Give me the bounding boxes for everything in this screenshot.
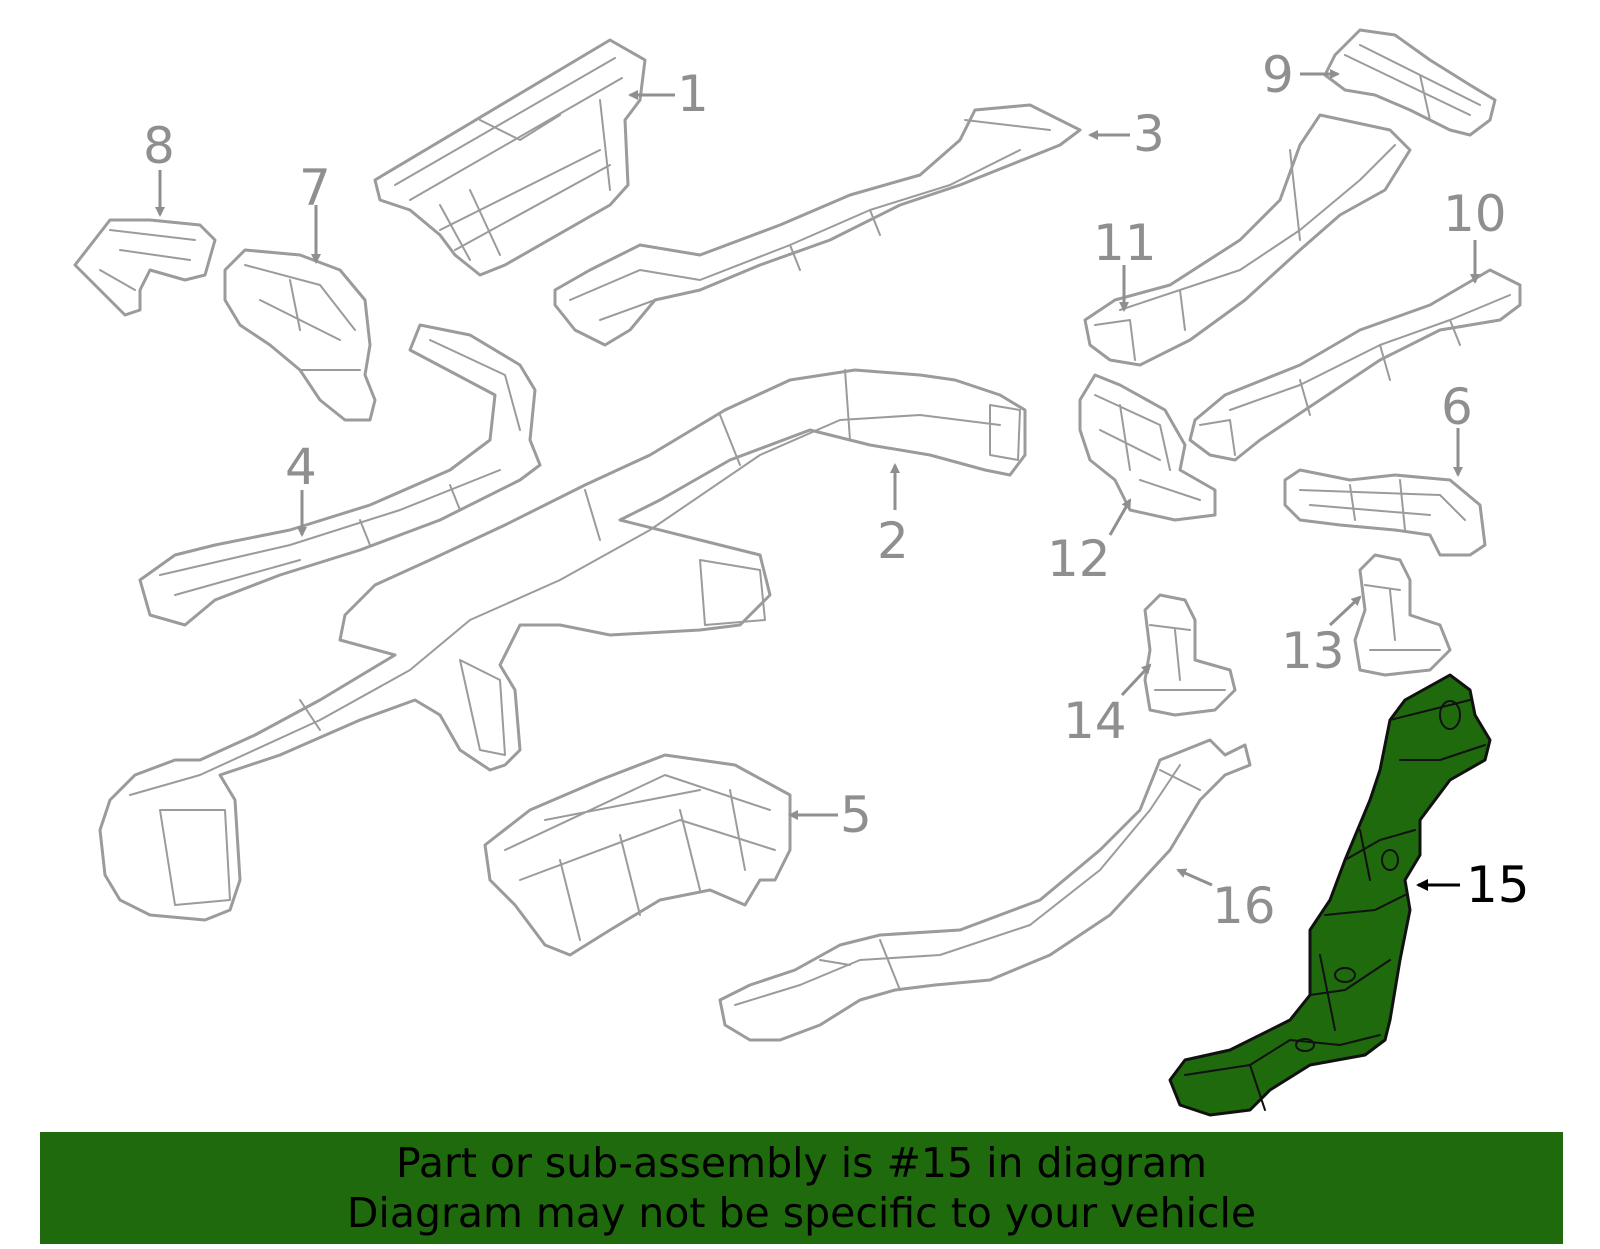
part-9-small-bracket[interactable] (1323, 28, 1497, 137)
callout-10[interactable]: 10 (1443, 185, 1507, 243)
part-8-bracket-duct[interactable] (73, 218, 217, 317)
callout-4[interactable]: 4 (285, 438, 317, 496)
part-7-outlet-assembly[interactable] (223, 248, 377, 422)
callout-15[interactable]: 15 (1466, 856, 1530, 914)
part-14-outlet[interactable] (1143, 593, 1237, 717)
part-6-outlet-duct[interactable] (1283, 468, 1487, 557)
callout-1[interactable]: 1 (677, 65, 709, 123)
part-4-side-duct[interactable] (138, 323, 542, 627)
leader-13 (1328, 595, 1362, 627)
part-5-lower-housing[interactable] (483, 753, 792, 957)
callout-13[interactable]: 13 (1281, 622, 1345, 680)
callout-5[interactable]: 5 (840, 786, 872, 844)
part-13-outlet[interactable] (1353, 553, 1452, 677)
banner-line-part-number: Part or sub-assembly is #15 in diagram (395, 1139, 1208, 1187)
part-1-duct-housing[interactable] (373, 38, 647, 277)
part-15-highlighted-duct[interactable] (1168, 673, 1492, 1117)
callout-11[interactable]: 11 (1093, 214, 1157, 272)
info-banner: Part or sub-assembly is #15 in diagram D… (40, 1132, 1563, 1244)
part-11-rear-duct[interactable] (1083, 113, 1412, 367)
callout-16[interactable]: 16 (1212, 877, 1276, 935)
part-12-outlet-bracket[interactable] (1078, 373, 1217, 522)
callout-labels: 1 2 3 4 5 6 7 8 9 10 11 12 13 14 15 16 (143, 46, 1530, 935)
callout-9[interactable]: 9 (1262, 46, 1294, 104)
leader-14 (1120, 663, 1152, 697)
callout-14[interactable]: 14 (1063, 692, 1127, 750)
callout-2[interactable]: 2 (877, 512, 909, 570)
leader-12 (1108, 498, 1132, 536)
callout-7[interactable]: 7 (299, 159, 331, 217)
callout-8[interactable]: 8 (143, 117, 175, 175)
part-16-floor-duct[interactable] (718, 738, 1252, 1042)
callout-3[interactable]: 3 (1133, 105, 1165, 163)
callout-6[interactable]: 6 (1441, 378, 1473, 436)
callout-12[interactable]: 12 (1047, 530, 1111, 588)
part-2-main-duct[interactable] (98, 368, 1027, 922)
part-3-upper-duct[interactable] (553, 103, 1082, 347)
banner-line-disclaimer: Diagram may not be specific to your vehi… (346, 1189, 1257, 1237)
leader-16 (1176, 868, 1213, 887)
leader-lines (155, 69, 1480, 891)
part-10-rear-duct[interactable] (1188, 268, 1522, 462)
